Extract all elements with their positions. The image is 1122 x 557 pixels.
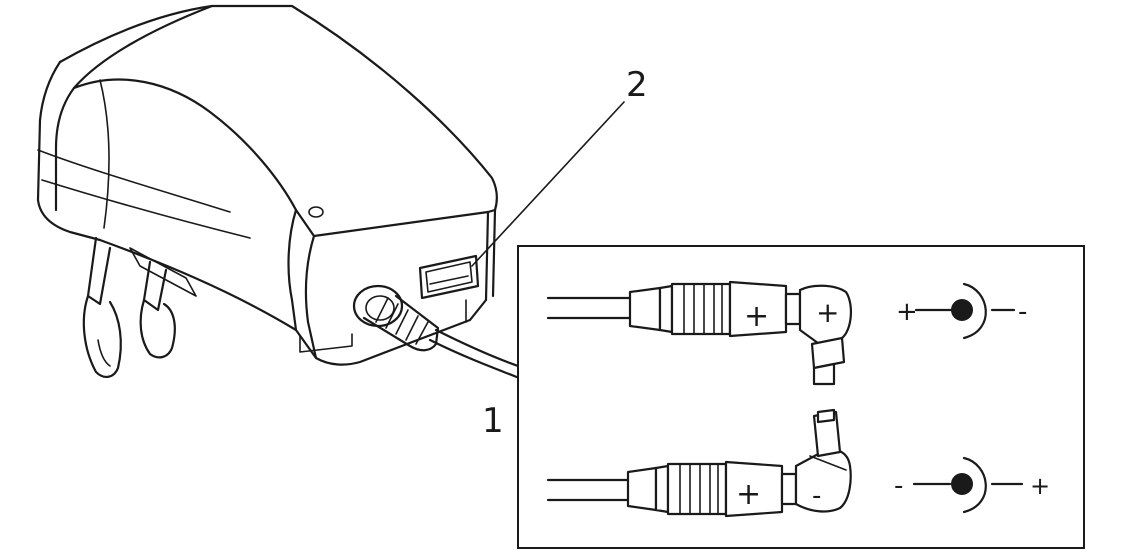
bottom-polarity-right: +	[1030, 472, 1050, 500]
bottom-tip-marking: -	[812, 481, 821, 511]
callout-number-2: 2	[626, 65, 648, 105]
center-pin-dot-top	[951, 299, 973, 321]
connector-bottom: + -	[546, 408, 852, 518]
top-tip-marking: +	[816, 296, 839, 329]
power-adapter	[36, 4, 526, 382]
cable-strain-relief	[352, 284, 440, 352]
top-polarity-left: +	[896, 297, 918, 327]
usb-port	[418, 254, 480, 300]
callout-number-1: 1	[482, 401, 504, 441]
bottom-polarity-left: -	[894, 471, 903, 501]
polarity-symbol-top: + -	[896, 282, 1027, 340]
connector-top: + +	[546, 280, 852, 386]
top-polarity-right: -	[1018, 297, 1027, 327]
led-indicator	[308, 206, 324, 218]
bottom-plug-marking: +	[736, 477, 761, 512]
center-pin-dot-bottom	[951, 473, 973, 495]
top-plug-marking: +	[744, 299, 769, 334]
polarity-symbol-bottom: - +	[894, 456, 1050, 514]
callout-2: 2	[471, 65, 648, 267]
cable	[428, 338, 526, 382]
plug-pins	[82, 236, 197, 378]
callout-1: 1	[482, 401, 504, 441]
